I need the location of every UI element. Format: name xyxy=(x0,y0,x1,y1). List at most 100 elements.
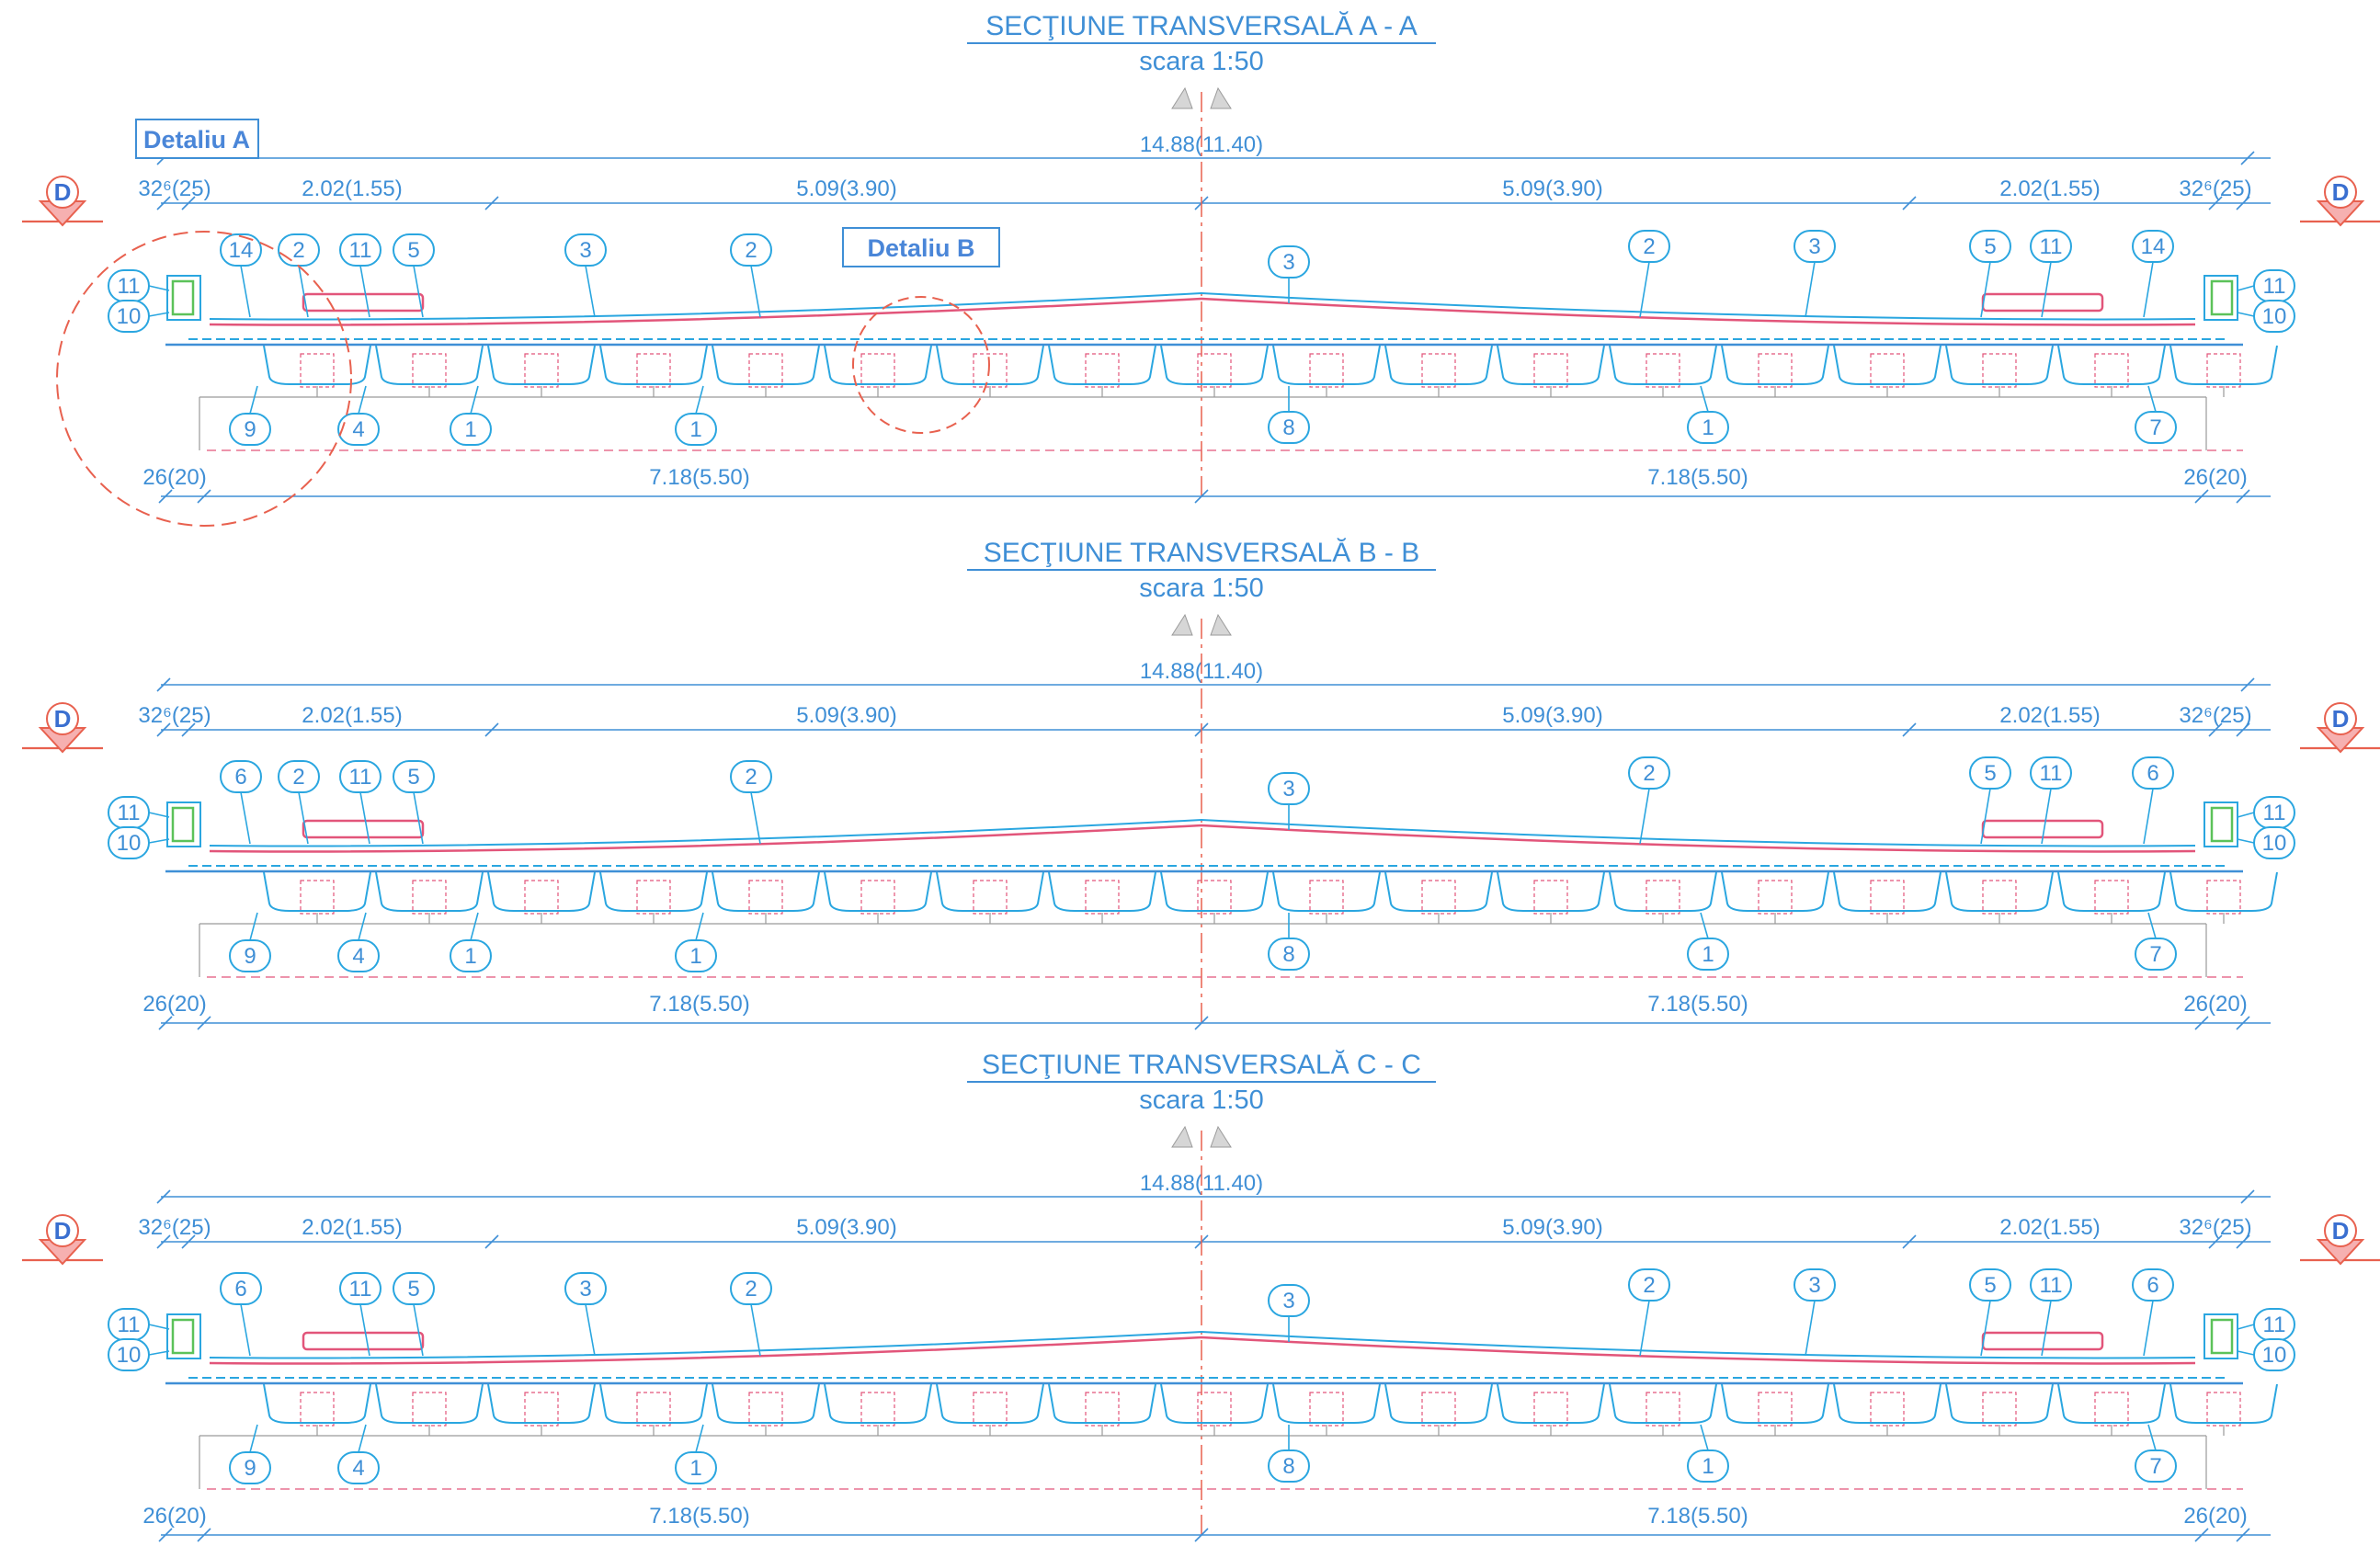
precast-beam xyxy=(375,345,484,385)
position-mark: 7 xyxy=(2135,938,2177,971)
dimension-tick xyxy=(2236,489,2250,504)
leader-line xyxy=(750,1303,761,1357)
dimension-tick xyxy=(484,196,499,210)
dimension-tick xyxy=(181,1234,196,1249)
position-mark-number: 11 xyxy=(349,238,372,263)
precast-beam xyxy=(936,345,1044,385)
position-mark: 6 xyxy=(220,760,262,793)
position-mark: 1 xyxy=(450,939,492,972)
precast-beam xyxy=(1384,345,1493,385)
axis-arrow-icon xyxy=(1210,613,1232,636)
dimension-tick xyxy=(156,1234,171,1249)
axis-arrow-icon xyxy=(1210,1125,1232,1148)
position-mark: 11 xyxy=(108,796,150,829)
curb-reinforcement-left xyxy=(171,279,195,316)
beam-void xyxy=(1758,880,1793,915)
position-mark-number: 11 xyxy=(2263,274,2286,299)
position-mark-number: 2 xyxy=(745,1277,757,1302)
position-mark: 11 xyxy=(108,269,150,302)
leader-line xyxy=(1639,261,1650,318)
leader-line xyxy=(2143,261,2154,318)
position-mark: 14 xyxy=(220,233,262,267)
leader-line xyxy=(1700,1424,1709,1451)
position-mark: 11 xyxy=(339,233,381,267)
position-mark-number: 11 xyxy=(2040,234,2063,259)
position-mark-number: 1 xyxy=(1702,942,1714,967)
section-cut-circle xyxy=(2324,176,2357,209)
position-mark: 3 xyxy=(1794,1268,1836,1302)
leader-line xyxy=(358,1424,367,1453)
precast-beam xyxy=(1721,1383,1829,1424)
position-mark-number: 10 xyxy=(2262,304,2287,329)
position-mark-number: 3 xyxy=(579,1277,591,1302)
position-mark: 5 xyxy=(1969,1268,2011,1302)
dimension-bottom-edge-left: 26(20) xyxy=(142,992,206,1017)
curb-reinforcement-left xyxy=(171,1318,195,1355)
beam-void xyxy=(860,1392,895,1427)
leader-line xyxy=(2237,312,2255,317)
dimension-tick xyxy=(2240,1189,2255,1204)
position-mark-number: 8 xyxy=(1282,1454,1294,1479)
asphalt-layer xyxy=(209,297,2196,326)
precast-beam xyxy=(1384,871,1493,912)
dimension-bottom-half-right: 7.18(5.50) xyxy=(1647,992,1748,1017)
dimension-mid-right: 5.09(3.90) xyxy=(1502,176,1602,201)
position-mark: 3 xyxy=(1268,772,1310,805)
leader-line xyxy=(585,265,596,318)
dimension-tick xyxy=(2236,196,2250,210)
position-mark: 2 xyxy=(1628,1268,1670,1302)
position-mark-number: 2 xyxy=(1643,234,1655,259)
leader-line xyxy=(695,1424,704,1453)
leader-line xyxy=(148,812,170,818)
dimension-bottom-edge-right: 26(20) xyxy=(2183,1504,2247,1529)
position-mark-number: 2 xyxy=(292,238,304,263)
position-mark-number: 2 xyxy=(292,765,304,790)
beam-void xyxy=(2094,353,2129,388)
position-mark: 9 xyxy=(229,1451,271,1484)
dimension-tick xyxy=(2194,1528,2209,1542)
precast-beam xyxy=(1945,871,2054,912)
dimension-bottom-edge-left: 26(20) xyxy=(142,465,206,490)
position-mark: 7 xyxy=(2135,1449,2177,1483)
position-mark: 14 xyxy=(2132,230,2174,263)
beam-void xyxy=(1197,353,1232,388)
position-mark: 1 xyxy=(1687,1449,1729,1483)
leader-line xyxy=(2147,1424,2157,1451)
position-mark-number: 10 xyxy=(117,304,142,329)
section-cut-label: D xyxy=(54,705,72,733)
dimension-tick xyxy=(158,1016,173,1030)
dimension-tick xyxy=(181,196,196,210)
position-mark: 10 xyxy=(2253,1338,2295,1371)
beam-void xyxy=(1309,1392,1344,1427)
leader-line xyxy=(148,1324,170,1330)
precast-beam xyxy=(1048,345,1156,385)
precast-beam xyxy=(1497,871,1605,912)
precast-beam xyxy=(1384,1383,1493,1424)
position-mark-number: 4 xyxy=(352,1456,364,1481)
beam-void xyxy=(412,353,447,388)
leader-line xyxy=(1700,912,1709,939)
dimension-edge-right: 32⁶(25) xyxy=(2179,703,2251,728)
leader-line xyxy=(240,1303,251,1357)
leader-line xyxy=(1980,261,1991,318)
leader-line xyxy=(2041,1300,2052,1357)
beam-void xyxy=(1085,1392,1120,1427)
beam-void xyxy=(1646,880,1680,915)
dimension-tick xyxy=(1902,196,1917,210)
dimension-tick xyxy=(2208,1234,2223,1249)
curb-reinforcement-right xyxy=(2210,1318,2234,1355)
dimension-tick xyxy=(197,489,211,504)
dimension-tick xyxy=(1194,1528,1209,1542)
position-mark-number: 10 xyxy=(117,831,142,856)
cable-duct-left xyxy=(302,1331,425,1351)
dimension-side-left: 2.02(1.55) xyxy=(302,176,402,201)
position-mark: 4 xyxy=(337,413,380,446)
dimension-bottom-half-left: 7.18(5.50) xyxy=(649,992,749,1017)
position-mark: 3 xyxy=(564,233,607,267)
precast-beam xyxy=(263,871,371,912)
position-mark: 1 xyxy=(675,413,717,446)
position-mark-number: 5 xyxy=(407,765,419,790)
